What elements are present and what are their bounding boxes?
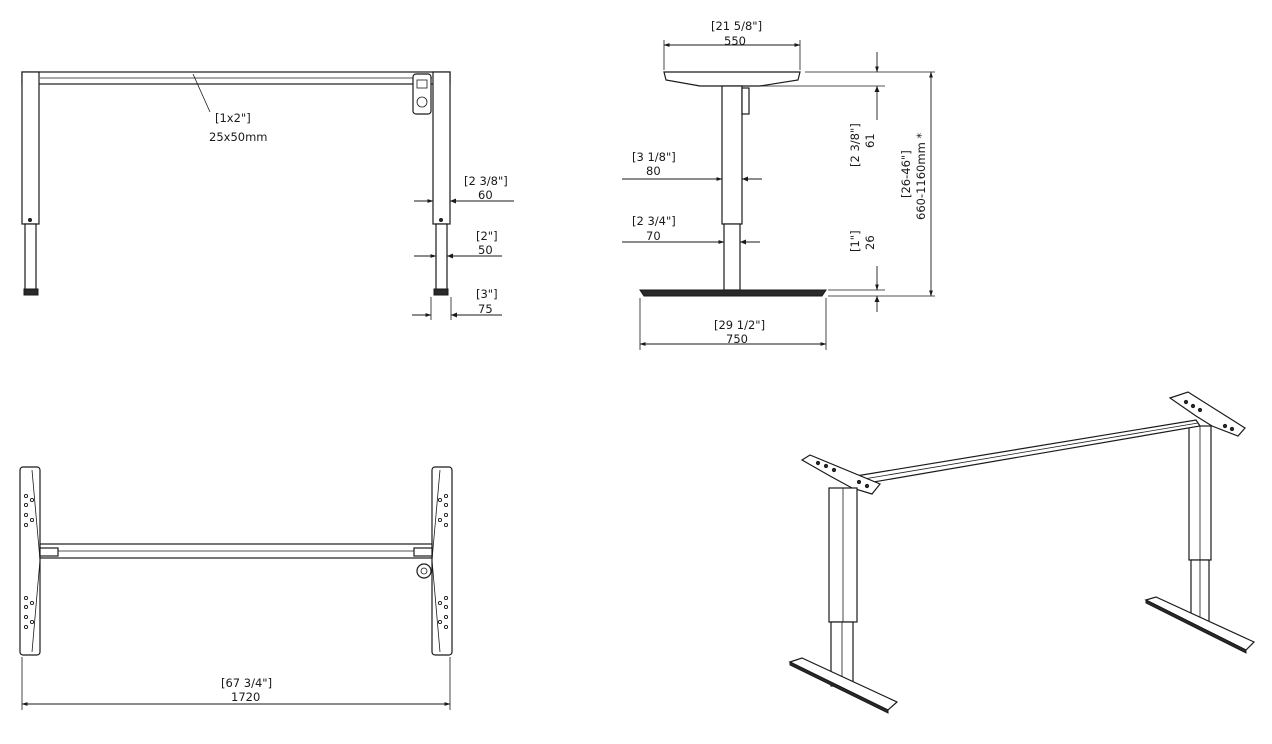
side-bracket-length-metric-label: 550 — [724, 34, 746, 48]
beam-section-imperial-label: [1x2"] — [215, 111, 251, 125]
side-top-bracket — [663, 71, 801, 87]
front-right-upper-column — [432, 71, 451, 225]
front-view: [1x2"] 25x50mm [2 3/8"] 60 [2"] 50 [3"] … — [21, 71, 514, 320]
top-right-bracket-holes — [437, 493, 449, 630]
side-bracket-length-imperial-label: [21 5/8"] — [711, 19, 762, 33]
side-lower-column-metric-label: 70 — [646, 229, 661, 243]
side-motor-housing — [741, 87, 750, 115]
side-upper-column-imperial-label: [3 1/8"] — [632, 150, 676, 164]
top-view: [67 3/4"] 1720 — [19, 466, 453, 710]
top-frame-width-imperial-label: [67 3/4"] — [221, 676, 272, 690]
side-foot — [639, 289, 827, 297]
isometric-view — [788, 391, 1256, 714]
side-height-range-imperial-label: [26-46"] — [899, 150, 913, 198]
front-foot-width-metric-label: 75 — [478, 302, 493, 316]
top-motor — [416, 563, 432, 579]
iso-left-bracket — [800, 454, 881, 495]
side-foot-length-imperial-label: [29 1/2"] — [714, 318, 765, 332]
front-left-lower-column — [24, 223, 37, 291]
front-lower-column-metric-label: 50 — [478, 243, 493, 257]
side-bracket-height-imperial-label: [2 3/8"] — [848, 123, 862, 167]
front-left-foot — [23, 288, 39, 296]
side-foot-length-metric-label: 750 — [726, 332, 748, 346]
side-view: [21 5/8"] 550 [3 1/8"] 80 [2 3/4"] 70 [2… — [622, 19, 935, 350]
side-bracket-height-metric-label: 61 — [863, 133, 877, 148]
front-right-lower-column — [435, 223, 448, 291]
iso-right-bracket-holes — [1183, 399, 1235, 432]
side-height-range-metric-label: 660-1160mm * — [914, 133, 928, 220]
front-foot-width-imperial-label: [3"] — [476, 287, 498, 301]
side-lower-column-imperial-label: [2 3/4"] — [632, 214, 676, 228]
side-foot-height-imperial-label: [1"] — [848, 230, 862, 252]
beam-section-metric-label: 25x50mm — [209, 130, 267, 144]
front-lower-column-imperial-label: [2"] — [476, 229, 498, 243]
top-left-mount-plate — [39, 547, 59, 557]
front-upper-column-metric-label: 60 — [478, 188, 493, 202]
top-right-mount-plate — [413, 547, 433, 557]
iso-left-bracket-holes — [815, 460, 870, 489]
side-upper-column — [721, 85, 743, 225]
front-right-foot — [433, 288, 449, 296]
top-left-bracket-holes — [23, 493, 35, 630]
side-foot-height-metric-label: 26 — [863, 235, 877, 250]
top-left-bracket — [19, 466, 41, 656]
front-left-upper-column — [21, 71, 40, 225]
top-frame-width-metric-label: 1720 — [231, 690, 260, 704]
top-right-bracket — [431, 466, 453, 656]
front-upper-column-imperial-label: [2 3/8"] — [464, 174, 508, 188]
iso-crossbeam — [854, 419, 1202, 485]
side-lower-column — [723, 223, 741, 291]
side-upper-column-metric-label: 80 — [646, 164, 661, 178]
